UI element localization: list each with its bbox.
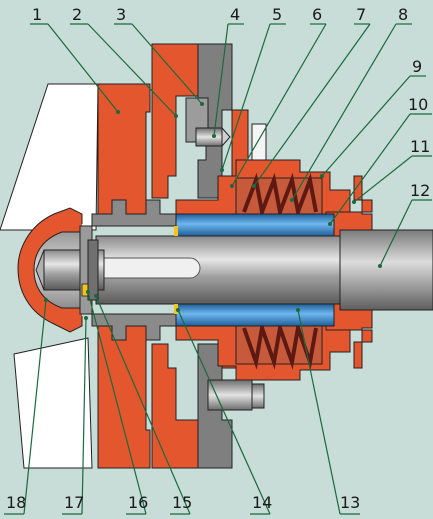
callout-11: 11 [410, 137, 430, 156]
main-shaft [95, 235, 341, 305]
impeller-blade-outlines [0, 83, 99, 469]
callout-6: 6 [312, 5, 322, 24]
leader-lines [4, 23, 432, 515]
spring-upper [235, 172, 323, 220]
bolt-upper-right [251, 123, 267, 161]
impeller-disc [97, 83, 157, 469]
callout-15: 15 [172, 493, 192, 512]
callout-13: 13 [340, 493, 360, 512]
callout-1: 1 [32, 5, 42, 24]
callout-18: 18 [6, 493, 26, 512]
callout-8: 8 [398, 5, 408, 24]
callout-3: 3 [116, 5, 126, 24]
callout-12: 12 [410, 181, 430, 200]
spring-lower [235, 320, 323, 370]
shaft-extension [339, 229, 433, 311]
gear-teeth [91, 199, 177, 341]
callout-5: 5 [272, 5, 282, 24]
seal-ring [174, 226, 178, 314]
callout-16: 16 [128, 493, 148, 512]
callout-7: 7 [356, 5, 366, 24]
bolt-lower [207, 379, 265, 411]
bushing-lower [175, 303, 335, 327]
nut [87, 239, 99, 301]
callout-9: 9 [412, 57, 422, 76]
set-screw-upper [185, 97, 231, 148]
callout-numbers: 1 2 3 4 5 6 7 8 9 10 11 12 13 14 15 16 1… [6, 5, 430, 512]
callout-2: 2 [72, 5, 82, 24]
callout-4: 4 [230, 5, 240, 24]
callout-17: 17 [64, 493, 84, 512]
bushing-upper [175, 213, 335, 237]
callout-10: 10 [408, 95, 428, 114]
end-cap [17, 207, 105, 333]
callout-14: 14 [252, 493, 272, 512]
